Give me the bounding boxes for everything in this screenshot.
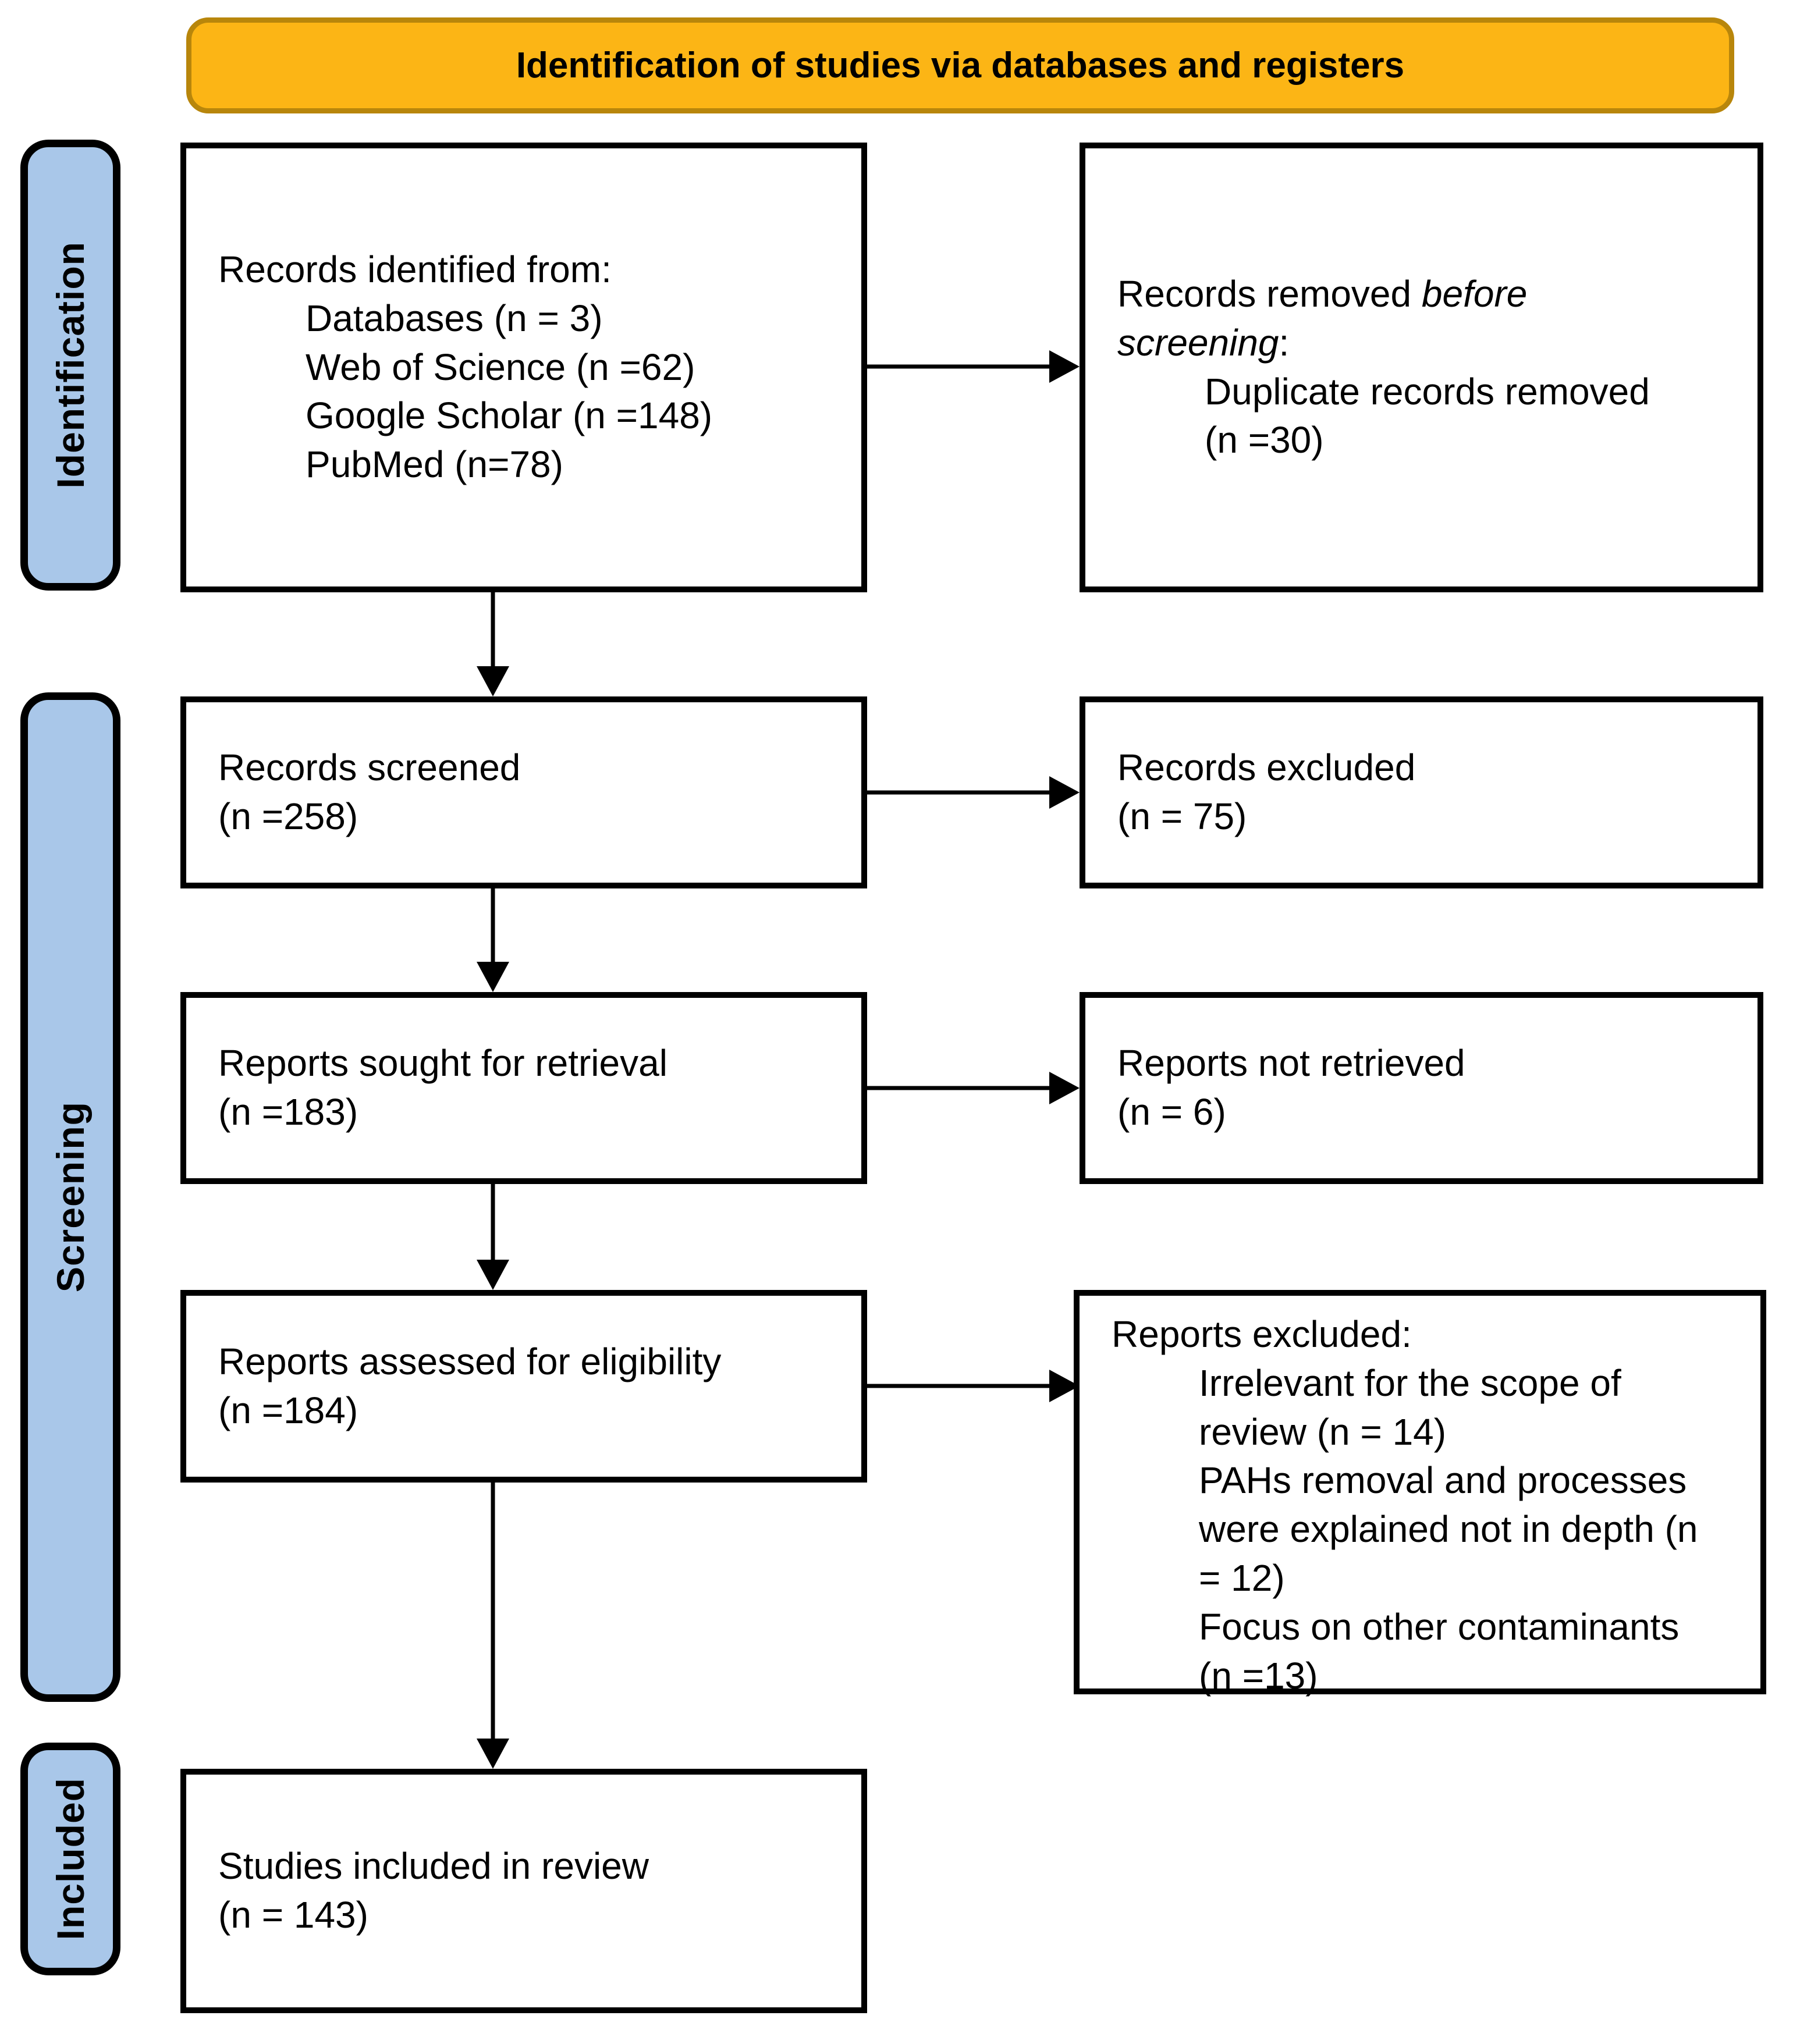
- arrow-down-identified-to-screened: [477, 592, 509, 696]
- box-records-removed: Records removed before screening: Duplic…: [1080, 143, 1763, 592]
- arrowhead-right-icon: [1049, 1370, 1080, 1402]
- header-title: Identification of studies via databases …: [516, 45, 1405, 86]
- records-identified-item: Web of Science (n =62): [306, 346, 695, 388]
- records-removed-title-text: Records removed: [1117, 272, 1422, 315]
- studies-included-count: (n = 143): [218, 1894, 368, 1936]
- records-identified-item: Google Scholar (n =148): [306, 394, 713, 437]
- arrow-shaft: [867, 790, 1053, 795]
- arrow-right-assessed-to-excluded: [867, 1370, 1080, 1402]
- arrowhead-down-icon: [477, 1739, 509, 1769]
- sidebar-stage-label: Screening: [49, 1101, 92, 1293]
- records-identified-title: Records identified from:: [218, 248, 612, 290]
- arrow-down-assessed-to-included: [477, 1483, 509, 1769]
- arrow-shaft: [491, 1184, 495, 1263]
- sidebar-stage-screening: Screening: [20, 692, 120, 1702]
- records-screened-count: (n =258): [218, 795, 358, 837]
- records-removed-title: Records removed before screening:: [1117, 270, 1682, 368]
- box-reports-excluded: Reports excluded: Irrelevant for the sco…: [1074, 1290, 1766, 1697]
- box-records-screened: Records screened (n =258): [180, 696, 867, 888]
- arrow-right-sought-to-not-retrieved: [867, 1072, 1080, 1104]
- reports-excluded-item: PAHs removal and processes were explaine…: [1199, 1459, 1698, 1599]
- sidebar-stage-included: Included: [20, 1743, 120, 1975]
- arrow-shaft: [491, 888, 495, 965]
- records-removed-item: Duplicate records removed (n =30): [1205, 370, 1650, 461]
- reports-sought-count: (n =183): [218, 1091, 358, 1133]
- arrow-shaft: [491, 1483, 495, 1742]
- records-removed-title-colon: :: [1279, 321, 1290, 364]
- box-reports-not-retrieved: Reports not retrieved (n = 6): [1080, 992, 1763, 1184]
- arrowhead-down-icon: [477, 962, 509, 992]
- studies-included-line: Studies included in review: [218, 1845, 649, 1887]
- reports-sought-line: Reports sought for retrieval: [218, 1042, 668, 1085]
- arrow-right-screened-to-excluded: [867, 776, 1080, 809]
- arrow-shaft: [867, 1086, 1053, 1090]
- arrow-shaft: [491, 592, 495, 670]
- arrow-right-identified-to-removed: [867, 350, 1080, 383]
- reports-assessed-count: (n =184): [218, 1389, 358, 1431]
- records-identified-item: PubMed (n=78): [306, 443, 563, 486]
- header-banner: Identification of studies via databases …: [186, 17, 1734, 113]
- records-excluded-line: Records excluded: [1117, 746, 1416, 789]
- reports-excluded-title: Reports excluded:: [1112, 1313, 1412, 1355]
- arrow-shaft: [867, 364, 1053, 369]
- reports-excluded-item: Focus on other contaminants (n =13): [1199, 1605, 1680, 1697]
- box-reports-sought: Reports sought for retrieval (n =183): [180, 992, 867, 1184]
- records-removed-title-italic: before screening: [1117, 272, 1528, 364]
- reports-not-retrieved-count: (n = 6): [1117, 1091, 1226, 1133]
- arrowhead-down-icon: [477, 1260, 509, 1290]
- box-records-excluded: Records excluded (n = 75): [1080, 696, 1763, 888]
- box-studies-included: Studies included in review (n = 143): [180, 1769, 867, 2013]
- sidebar-stage-label: Identification: [49, 241, 92, 489]
- box-records-identified: Records identified from: Databases (n = …: [180, 143, 867, 592]
- reports-assessed-line: Reports assessed for eligibility: [218, 1340, 722, 1382]
- arrow-shaft: [867, 1384, 1053, 1388]
- records-identified-item: Databases (n = 3): [306, 297, 603, 339]
- box-reports-assessed: Reports assessed for eligibility (n =184…: [180, 1290, 867, 1483]
- sidebar-stage-label: Included: [49, 1778, 92, 1940]
- reports-excluded-item: Irrelevant for the scope of review (n = …: [1199, 1362, 1621, 1453]
- arrowhead-down-icon: [477, 666, 509, 696]
- arrowhead-right-icon: [1049, 350, 1080, 383]
- records-screened-line: Records screened: [218, 746, 521, 789]
- sidebar-stage-identification: Identification: [20, 140, 120, 591]
- reports-not-retrieved-line: Reports not retrieved: [1117, 1042, 1465, 1085]
- arrowhead-right-icon: [1049, 776, 1080, 809]
- arrowhead-right-icon: [1049, 1072, 1080, 1104]
- arrow-down-sought-to-assessed: [477, 1184, 509, 1290]
- arrow-down-screened-to-sought: [477, 888, 509, 992]
- records-excluded-count: (n = 75): [1117, 795, 1247, 837]
